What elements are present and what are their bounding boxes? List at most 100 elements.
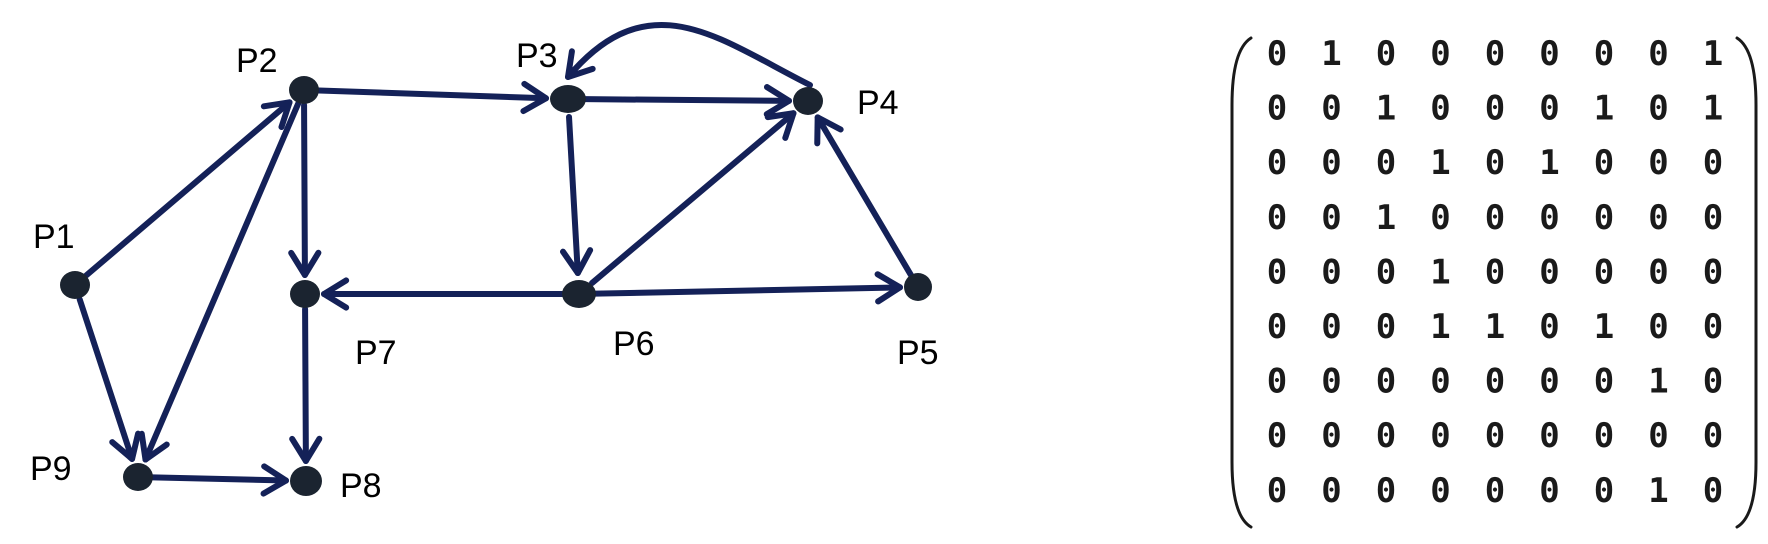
edge-p4-to-p3 — [565, 21, 813, 88]
matrix-cell: 0 — [1594, 143, 1614, 183]
matrix-cell: 0 — [1321, 198, 1341, 238]
matrix-cell: 0 — [1539, 198, 1559, 238]
matrix-cell: 0 — [1594, 471, 1614, 511]
matrix-cell: 0 — [1539, 416, 1559, 456]
matrix-cell: 0 — [1703, 471, 1723, 511]
matrix-cell: 0 — [1703, 416, 1723, 456]
edge-arrowhead — [520, 80, 550, 115]
edge-line — [76, 296, 136, 462]
node-label-p3: P3 — [516, 37, 558, 75]
matrix-cell: 0 — [1648, 143, 1668, 183]
matrix-cell: 0 — [1267, 307, 1287, 347]
matrix-left-parenthesis — [1230, 36, 1253, 529]
edge-arrowhead — [260, 463, 290, 497]
matrix-cell: 0 — [1430, 34, 1450, 74]
matrix-cell: 0 — [1703, 307, 1723, 347]
node-label-p2: P2 — [236, 42, 278, 80]
node-p9 — [123, 463, 153, 491]
matrix-cell: 0 — [1321, 416, 1341, 456]
graph-nodes — [60, 76, 932, 496]
edge-line — [565, 21, 813, 88]
matrix-cell: 0 — [1703, 198, 1723, 238]
matrix-cell: 1 — [1376, 198, 1396, 238]
edge-arrowhead — [289, 435, 323, 464]
node-p4 — [793, 87, 823, 115]
edge-line — [588, 110, 797, 287]
matrix-cell: 0 — [1648, 34, 1668, 74]
node-label-p1: P1 — [33, 218, 75, 256]
matrix-cell: 0 — [1648, 416, 1668, 456]
matrix-cell: 0 — [1594, 34, 1614, 74]
matrix-cell: 1 — [1648, 471, 1668, 511]
edge-line — [302, 305, 309, 465]
edge-p9-to-p8 — [149, 463, 290, 497]
matrix-cell: 0 — [1430, 89, 1450, 129]
edge-line — [566, 113, 581, 277]
edge-p3-to-p6 — [560, 113, 594, 277]
matrix-cell: 1 — [1648, 362, 1668, 402]
matrix-cell: 0 — [1430, 471, 1450, 511]
edge-line — [83, 99, 293, 279]
edge-p1-to-p9 — [76, 296, 142, 462]
matrix-cell: 0 — [1430, 416, 1450, 456]
edge-p1-to-p2 — [83, 99, 293, 279]
node-label-p5: P5 — [897, 334, 939, 372]
matrix-cell: 0 — [1648, 252, 1668, 292]
edge-p6-to-p4 — [588, 110, 797, 287]
matrix-right-parenthesis — [1735, 36, 1758, 529]
matrix-cell: 1 — [1430, 143, 1450, 183]
edge-p7-to-p8 — [289, 305, 323, 465]
node-label-p6: P6 — [613, 325, 655, 363]
matrix-cell: 0 — [1321, 471, 1341, 511]
matrix-cell: 0 — [1703, 362, 1723, 402]
matrix-cell: 0 — [1376, 362, 1396, 402]
matrix-cell: 0 — [1267, 416, 1287, 456]
matrix-cell: 0 — [1485, 471, 1505, 511]
edge-line — [592, 284, 904, 297]
node-p8 — [290, 466, 322, 496]
matrix-cell: 0 — [1703, 252, 1723, 292]
matrix-cell: 1 — [1594, 307, 1614, 347]
matrix-cell: 0 — [1539, 252, 1559, 292]
matrix-cell: 0 — [1539, 471, 1559, 511]
edge-arrowhead — [109, 430, 142, 462]
edge-arrowhead — [560, 247, 594, 277]
node-p5 — [904, 273, 932, 301]
matrix-cell: 0 — [1321, 307, 1341, 347]
edge-p2-to-p9 — [138, 100, 302, 463]
matrix-cell: 0 — [1321, 89, 1341, 129]
matrix-cell: 1 — [1376, 89, 1396, 129]
matrix-cell: 0 — [1485, 34, 1505, 74]
matrix-cell: 0 — [1648, 198, 1668, 238]
matrix-cell: 1 — [1430, 252, 1450, 292]
node-p6 — [562, 280, 596, 308]
matrix-cell: 0 — [1267, 252, 1287, 292]
matrix-cell: 0 — [1321, 143, 1341, 183]
matrix-cell: 0 — [1539, 89, 1559, 129]
edge-p2-to-p3 — [315, 80, 550, 115]
matrix-cell: 0 — [1648, 307, 1668, 347]
edge-p3-to-p4 — [582, 84, 793, 118]
edge-arrowhead — [138, 430, 170, 463]
node-label-p9: P9 — [30, 450, 72, 488]
matrix-cell: 1 — [1594, 89, 1614, 129]
matrix-cell: 1 — [1703, 34, 1723, 74]
matrix-cell: 0 — [1485, 252, 1505, 292]
matrix-cell: 0 — [1267, 198, 1287, 238]
edge-arrowhead — [565, 48, 596, 80]
matrix-cell: 0 — [1430, 198, 1450, 238]
matrix-cell: 1 — [1539, 143, 1559, 183]
matrix-cell: 0 — [1267, 143, 1287, 183]
matrix-cell: 0 — [1648, 89, 1668, 129]
matrix-cell: 0 — [1485, 198, 1505, 238]
matrix-cell: 0 — [1267, 471, 1287, 511]
edge-line — [814, 114, 914, 278]
matrix-cell: 1 — [1430, 307, 1450, 347]
matrix-cell: 0 — [1594, 198, 1614, 238]
matrix-cell: 0 — [1321, 252, 1341, 292]
node-label-p8: P8 — [340, 467, 382, 505]
matrix-cell: 0 — [1539, 307, 1559, 347]
